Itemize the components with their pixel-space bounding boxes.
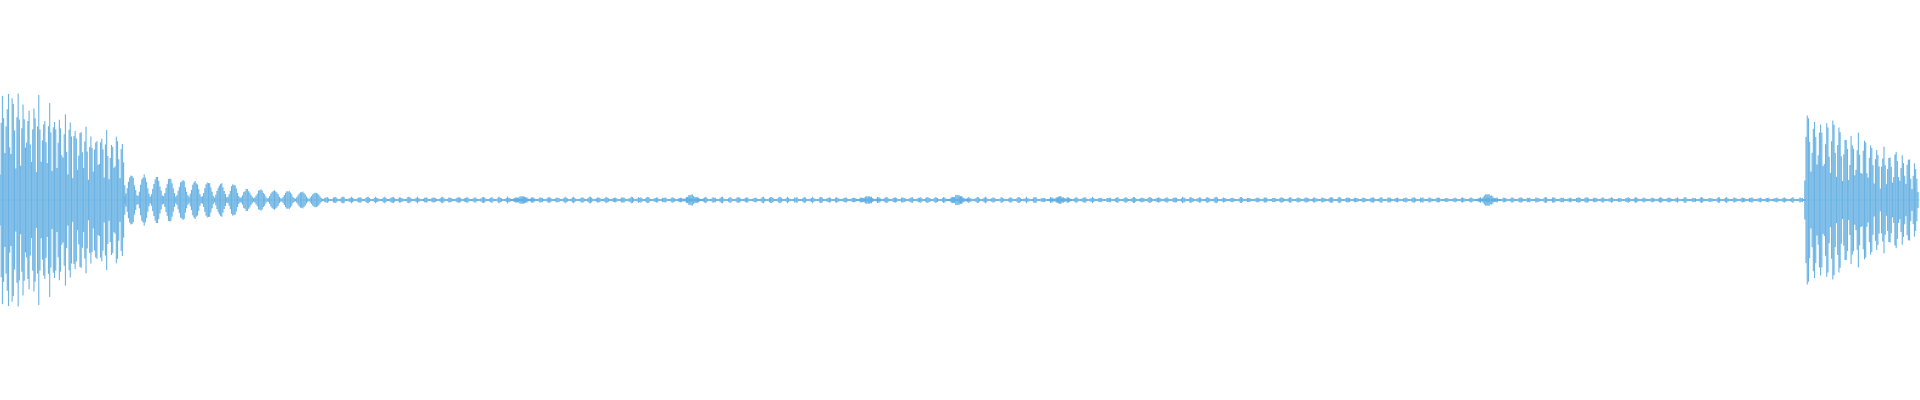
waveform-bars <box>0 93 1919 307</box>
